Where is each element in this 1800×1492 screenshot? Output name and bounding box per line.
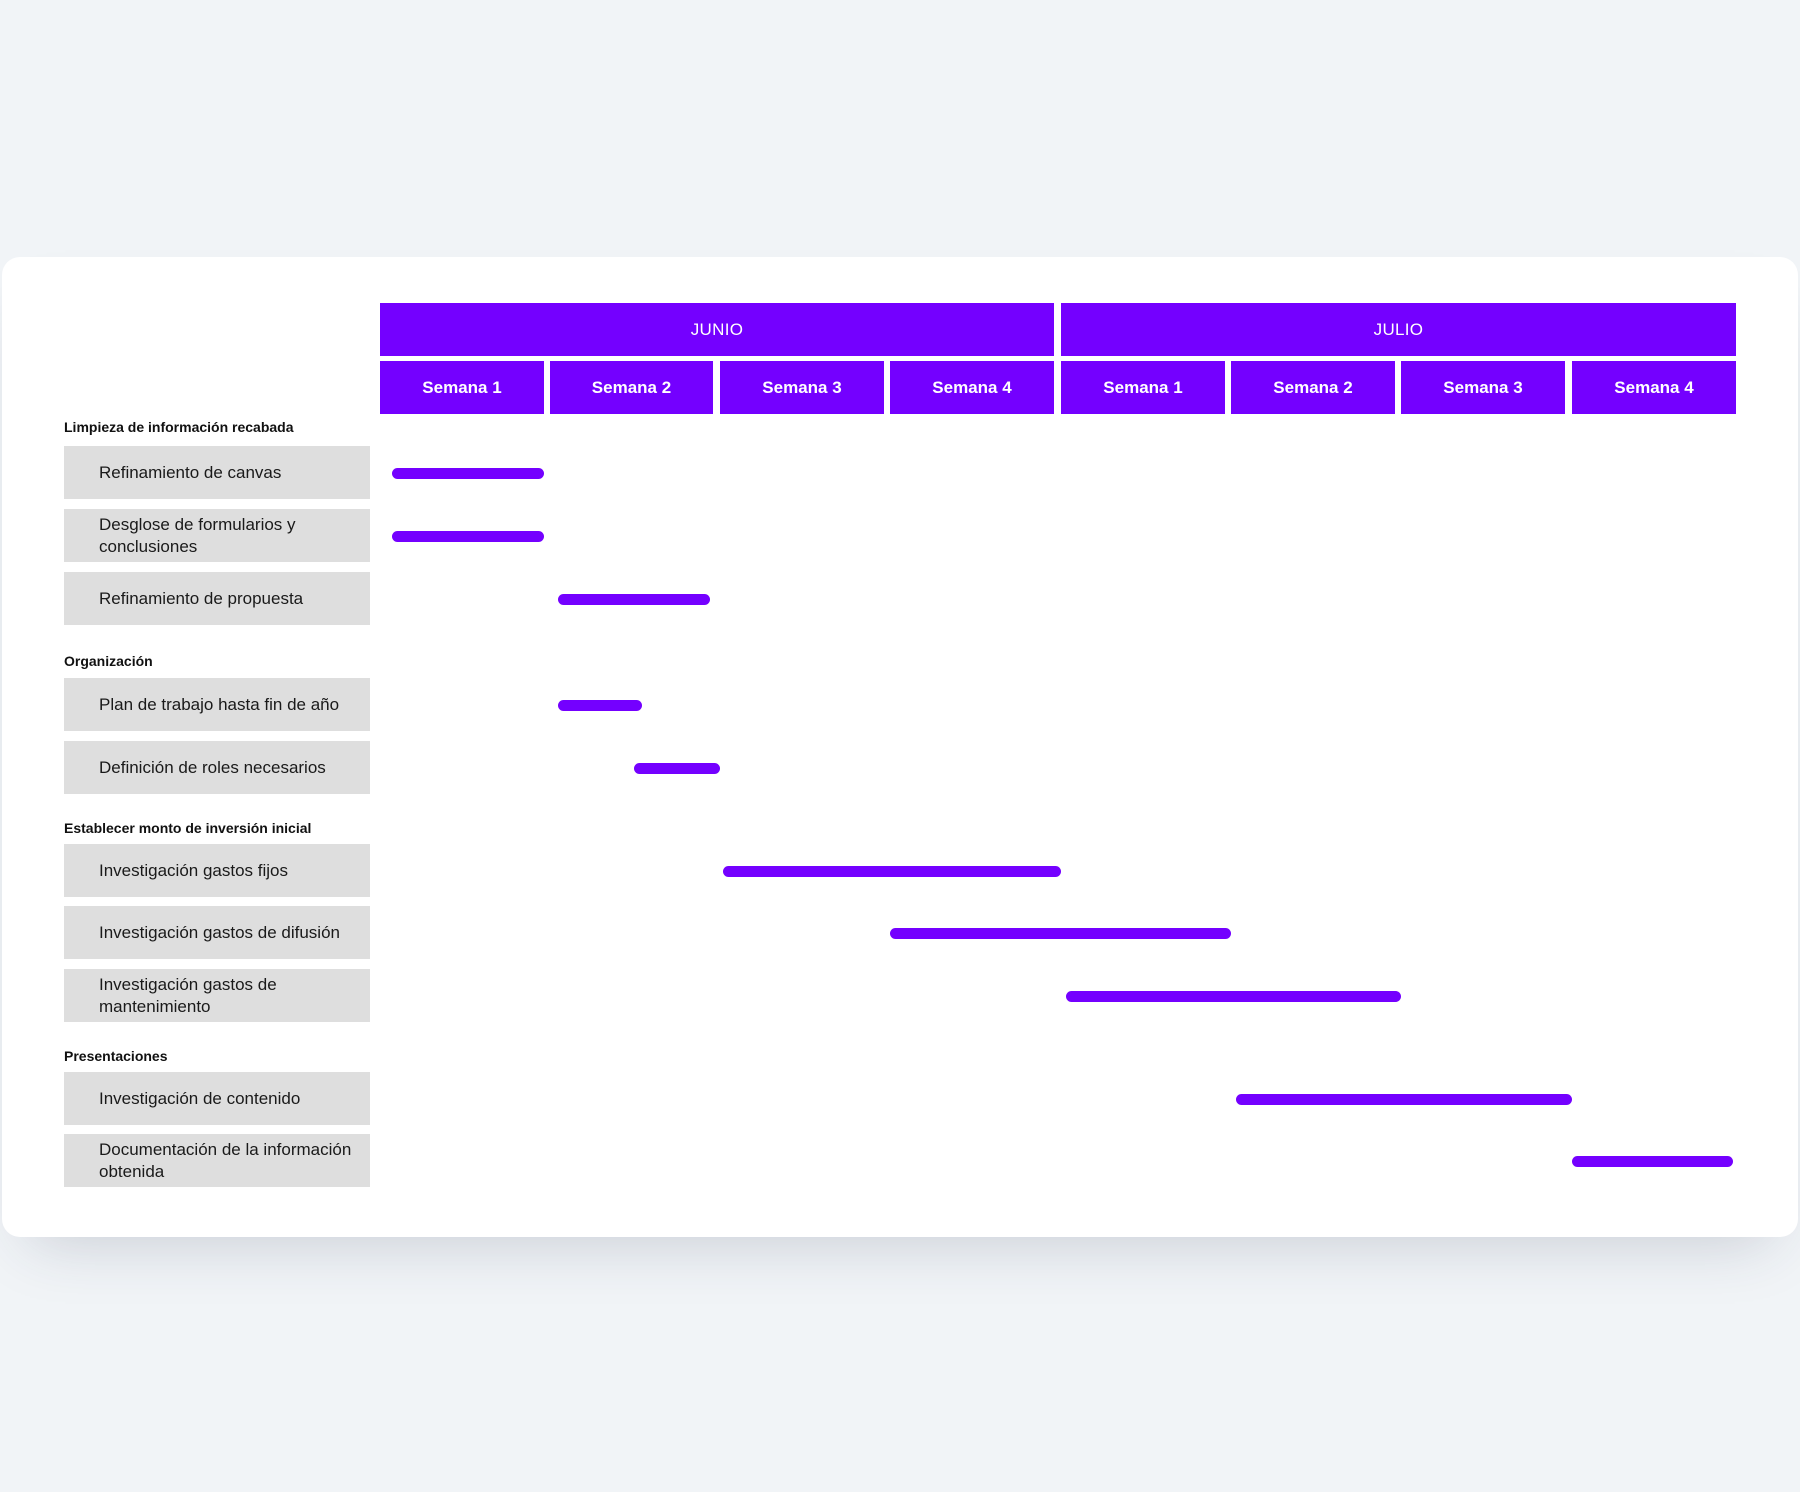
task-label: Definición de roles necesarios (64, 741, 370, 794)
task-bar (890, 927, 1231, 939)
week-header-junio-1: Semana 1 (380, 361, 544, 414)
task-label: Investigación gastos fijos (64, 844, 370, 897)
group-label-2: Organización (64, 653, 153, 669)
task-label: Investigación de contenido (64, 1072, 370, 1125)
task-label: Desglose de formularios y conclusiones (64, 509, 370, 562)
task-bar (1236, 1093, 1572, 1105)
task-label: Investigación gastos de mantenimiento (64, 969, 370, 1022)
task-bar (391, 530, 544, 542)
task-label: Documentación de la información obtenida (64, 1134, 370, 1187)
task-bar (558, 593, 710, 605)
task-bar (391, 467, 544, 479)
task-label: Refinamiento de propuesta (64, 572, 370, 625)
task-label: Refinamiento de canvas (64, 446, 370, 499)
task-bar (634, 762, 720, 774)
task-bar (1572, 1155, 1733, 1167)
task-bar (723, 865, 1061, 877)
group-label-3: Establecer monto de inversión inicial (64, 820, 312, 836)
task-bar (1066, 990, 1401, 1002)
week-header-junio-3: Semana 3 (720, 361, 884, 414)
week-header-julio-4: Semana 4 (1572, 361, 1736, 414)
week-header-julio-3: Semana 3 (1401, 361, 1565, 414)
week-header-julio-1: Semana 1 (1061, 361, 1225, 414)
task-label: Investigación gastos de difusión (64, 906, 370, 959)
month-header-julio: JULIO (1061, 303, 1736, 356)
month-header-junio: JUNIO (380, 303, 1054, 356)
week-header-junio-4: Semana 4 (890, 361, 1054, 414)
week-header-junio-2: Semana 2 (550, 361, 713, 414)
group-label-4: Presentaciones (64, 1048, 168, 1064)
group-label-1: Limpieza de información recabada (64, 419, 294, 435)
task-label: Plan de trabajo hasta fin de año (64, 678, 370, 731)
task-bar (558, 699, 643, 711)
week-header-julio-2: Semana 2 (1231, 361, 1395, 414)
